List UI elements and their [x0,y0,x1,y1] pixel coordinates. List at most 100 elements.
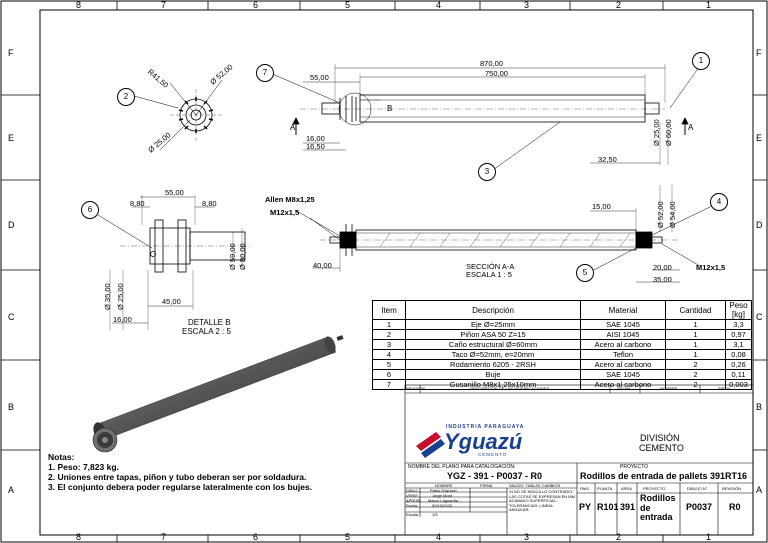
zone-row-e: E [8,133,15,143]
people-name-3: Marco Laguardia [428,498,459,503]
section-title: SECCIÓN A-A [466,262,515,271]
people-header-name: NOMBRE [435,483,453,488]
dim-750: 750,00 [485,69,508,78]
bom-cell: 1 [372,319,406,330]
section-scale: ESCALA 1 : 5 [466,270,512,279]
zone-row-c: C [8,312,15,322]
bom-header-qty: Cantidad [665,300,726,320]
bom-cell: 2 [665,359,726,370]
people-name-5: 1/5 [432,512,438,517]
zone-col-2-bottom: 2 [616,532,622,542]
zone-col-4-bottom: 4 [436,532,442,542]
people-role-2: VERIF. [406,493,419,498]
balloon-6: 6 [81,201,99,219]
code-country: PY [579,502,592,512]
dim-db-8-8b: 8,80 [202,199,217,208]
bom-cell: 2 [372,329,406,340]
thread-m12-left: M12x1,5 [270,208,300,217]
balloon-3: 3 [478,163,496,181]
balloon-4: 4 [710,193,728,211]
people-name-2: Jorge Mora [432,493,453,498]
project-label: PROYECTO [620,464,648,470]
code-header-country: PAIS [580,486,589,491]
bill-of-materials: Item Descripción Material Cantidad Peso … [372,300,752,390]
zone-col-5-bottom: 5 [345,532,351,542]
people-role-1: DIBUJ. [406,488,419,493]
rev-name-col: NOMBRE [660,386,678,391]
project-value: Rodillos de entrada de pallets 391RT16 [580,471,748,481]
code-drawing: P0037 [686,502,713,512]
bom-cell: 3,3 [725,319,752,330]
dim-16-5: 16,50 [306,142,325,151]
dim-db-8-8a: 8,80 [130,199,145,208]
bom-header-material: Material [580,300,666,320]
bom-header-item: Item [372,300,406,320]
bom-header-row: Item Descripción Material Cantidad Peso … [372,300,752,320]
bom-cell: 1 [665,319,726,330]
people-name-1: Pablo Esquivel [430,488,457,493]
code-header-plant: PLANTA [597,486,613,491]
division-line-1: DIVISIÓN [640,433,680,443]
bom-cell: 2 [665,369,726,380]
bom-header-desc: Descripción [405,300,581,320]
zone-col-1-bottom: 1 [706,532,712,542]
rev-col: REVISIÓN [406,386,426,391]
section-a-a-view [294,185,715,283]
dim-s-35: 35,00 [653,275,672,284]
bom-cell: 0,003 [725,379,752,390]
bom-cell: Acero al carbono [580,339,666,350]
dim-db-25: Ø 25,00 [116,283,125,310]
bom-cell: Piñon ASA 50 Z=15 [405,329,581,340]
people-role-5: Escala [406,512,419,517]
dim-db-55: 55,00 [165,188,184,197]
bom-cell: 0,97 [725,329,752,340]
balloon-2: 2 [117,88,135,106]
people-name-4: 09/10/2020 [432,503,453,508]
bom-cell: 3,1 [725,339,752,350]
dim-db-45: 45,00 [162,297,181,306]
zone-col-4: 4 [436,0,442,10]
code-revision: R0 [729,502,741,512]
zone-row-b: B [8,402,15,412]
zone-col-8-bottom: 8 [76,532,82,542]
zone-row-a-right: A [756,485,763,495]
bom-cell: Taco Ø=52mm, e=20mm [405,349,581,360]
bom-cell: 1 [665,349,726,360]
dim-s-15: 15,00 [592,202,611,211]
people-role-3: APROB. [406,498,422,503]
zone-row-f-right: F [756,48,762,58]
bom-cell: SAE 1045 [580,369,666,380]
detail-mark: B [387,104,393,113]
bom-cell: Caño estructural Ø=60mm [405,339,581,350]
notes-block: Notas: 1. Peso: 7,823 kg. 2. Uniones ent… [48,452,312,492]
note-item: 3. El conjunto debera poder regularse la… [48,482,313,492]
bom-cell: Teflon [580,349,666,360]
bom-cell: 4 [372,349,406,360]
bom-cell: Buje [405,369,581,380]
sprocket-view [159,79,223,151]
bom-cell: SAE 1045 [580,319,666,330]
company-logo [416,432,445,458]
bom-cell: 0,11 [725,369,752,380]
catalog-value: YGZ - 391 - P0037 - R0 [447,471,543,481]
bom-cell: 6 [372,369,406,380]
company-sub-text: CEMENTO [478,452,508,457]
detail-b-scale: ESCALA 2 : 5 [182,327,231,336]
code-plant: R101 [597,502,619,512]
dim-s-20: 20,00 [653,263,672,272]
dim-16: 16,00 [306,134,325,143]
zone-col-1: 1 [706,0,712,10]
balloon-7: 7 [256,64,274,82]
division-line-2: CEMENTO [639,443,684,453]
people-header-sign: FIRMA [480,483,493,488]
bom-cell: 1 [665,339,726,350]
detail-b-title: DETALLE B [188,318,231,327]
catalog-label: NOMBRE DEL PLANO PARA CATALOGACIÓN: [408,464,516,470]
code-area: 391 [620,502,636,512]
